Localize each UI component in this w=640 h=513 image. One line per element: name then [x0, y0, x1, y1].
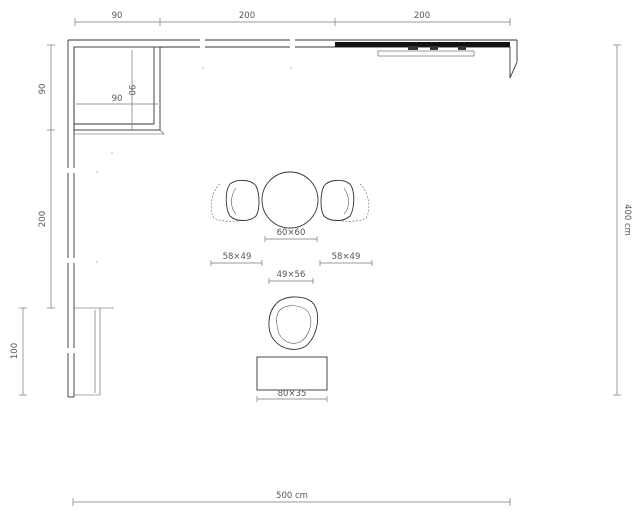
- chair-right: 58×49: [319, 179, 373, 266]
- left-dim-2: 200: [38, 211, 48, 227]
- left-dim-3: 100: [10, 343, 20, 359]
- walls: [67, 39, 518, 398]
- left-dim-1: 90: [38, 84, 48, 95]
- armchair-label: 49×56: [277, 270, 306, 280]
- window-dark: [335, 42, 510, 47]
- chair-left: 58×49: [210, 179, 263, 266]
- wall-shelf: [377, 46, 475, 57]
- corner-cabinet: 90 90: [73, 46, 165, 135]
- armchair: 49×56: [268, 270, 319, 350]
- round-table: 60×60: [261, 171, 319, 242]
- top-dimension-chain: 90 200 200: [74, 11, 511, 26]
- chair-left-label: 58×49: [223, 252, 252, 262]
- cabinet-width-dim: 90: [112, 94, 123, 104]
- left-dimension-chain: 90 200 100: [10, 44, 55, 396]
- right-dimension: 400 cm: [613, 44, 632, 396]
- left-low-cabinet: [74, 307, 114, 396]
- bottom-dimension: 500 cm: [72, 491, 511, 506]
- table-label: 60×60: [277, 228, 306, 238]
- top-dim-3: 200: [414, 11, 430, 21]
- right-dim: 400 cm: [622, 204, 632, 236]
- chair-right-label: 58×49: [332, 252, 361, 262]
- bench: 80×35: [256, 356, 328, 402]
- top-dim-2: 200: [239, 11, 255, 21]
- cabinet-depth-dim: 90: [126, 85, 136, 96]
- top-dim-1: 90: [112, 11, 123, 21]
- bench-label: 80×35: [278, 389, 307, 399]
- marks: [96, 67, 292, 263]
- bottom-dim: 500 cm: [276, 491, 308, 501]
